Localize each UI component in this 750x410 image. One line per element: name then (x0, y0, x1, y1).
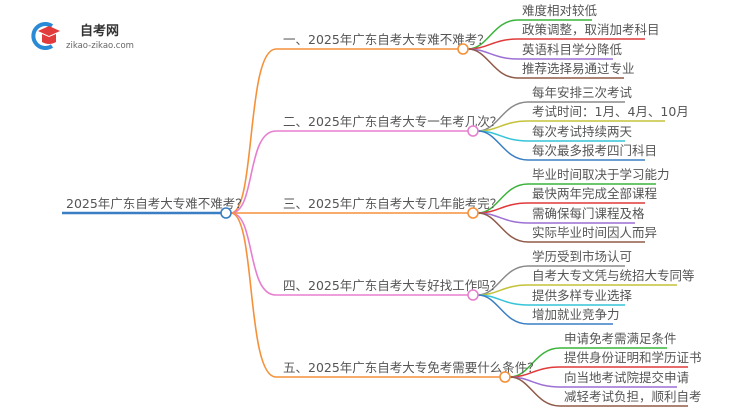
branch-label: 一、2025年广东自考大专难不难考？ (283, 32, 490, 47)
leaf-label: 推荐选择易通过专业 (522, 61, 635, 76)
branch-collapse-toggle[interactable] (467, 125, 479, 137)
branch-5: 五、2025年广东自考大专免考需要什么条件？ 申请免考需满足条件提供身份证明和学历… (283, 331, 702, 404)
branch-label: 四、2025年广东自考大专好找工作吗？ (283, 278, 502, 293)
branch-connector (230, 130, 468, 214)
leaf-connector (509, 376, 688, 407)
leaf-label: 学历受到市场认可 (532, 249, 632, 264)
leaf-label: 考试时间：1月、4月、10月 (532, 104, 689, 119)
leaf-label: 提供多样专业选择 (532, 288, 633, 303)
leaf-connector (477, 294, 613, 325)
leaf-label: 每年安排三次考试 (532, 85, 633, 100)
branch-4: 四、2025年广东自考大专好找工作吗？ 学历受到市场认可自考大专文凭与统招大专同等… (283, 249, 695, 322)
leaf-label: 每次考试持续两天 (532, 124, 633, 139)
logo-url: zikao-zikao.com (66, 41, 134, 51)
logo-title: 自考网 (80, 23, 119, 39)
root-node-toggle[interactable] (220, 207, 232, 219)
branch-3: 三、2025年广东自考大专几年能考完？ 毕业时间取决于学习能力最快两年完成全部课程… (283, 167, 670, 240)
leaf-label: 增加就业竞争力 (532, 307, 620, 322)
leaf-label: 英语科目学分降低 (522, 42, 623, 57)
leaf-label: 需确保每门课程及格 (532, 206, 645, 221)
leaf-label: 政策调整，取消加考科目 (522, 22, 660, 37)
leaf-label: 每次最多报考四门科目 (532, 143, 657, 158)
branch-2: 二、2025年广东自考大专一年考几次？ 每年安排三次考试考试时间：1月、4月、10… (283, 85, 689, 158)
leaf-label: 实际毕业时间因人而异 (532, 225, 657, 240)
leaf-label: 申请免考需满足条件 (564, 331, 677, 346)
leaf-label: 减轻考试负担，顺利自考 (564, 389, 702, 404)
leaf-connector (477, 130, 645, 161)
logo: 自考网 zikao-zikao.com (31, 22, 134, 51)
branch-connector (230, 212, 500, 378)
branch-connector (230, 212, 468, 296)
branch-1: 一、2025年广东自考大专难不难考？ 难度相对较低政策调整，取消加考科目英语科目学… (283, 3, 660, 76)
leaf-label: 难度相对较低 (522, 3, 598, 18)
branch-collapse-toggle[interactable] (499, 371, 511, 383)
leaf-label: 向当地考试院提交申请 (564, 370, 689, 385)
leaf-connector (477, 212, 645, 243)
branch-collapse-toggle[interactable] (457, 43, 469, 55)
branch-label: 五、2025年广东自考大专免考需要什么条件？ (283, 360, 540, 375)
leaf-label: 自考大专文凭与统招大专同等 (532, 268, 695, 283)
leaf-label: 最快两年完成全部课程 (532, 186, 658, 201)
branch-collapse-toggle[interactable] (467, 289, 479, 301)
branch-connector (230, 48, 458, 214)
leaf-connector (467, 48, 624, 79)
leaf-label: 毕业时间取决于学习能力 (532, 167, 670, 182)
logo-cap-icon (31, 22, 60, 50)
leaf-label: 提供身份证明和学历证书 (564, 350, 702, 365)
branch-collapse-toggle[interactable] (467, 207, 479, 219)
branch-label: 三、2025年广东自考大专几年能考完？ (283, 196, 502, 211)
root-label: 2025年广东自考大专难不难考？ (66, 196, 248, 211)
branch-label: 二、2025年广东自考大专一年考几次？ (283, 114, 502, 129)
